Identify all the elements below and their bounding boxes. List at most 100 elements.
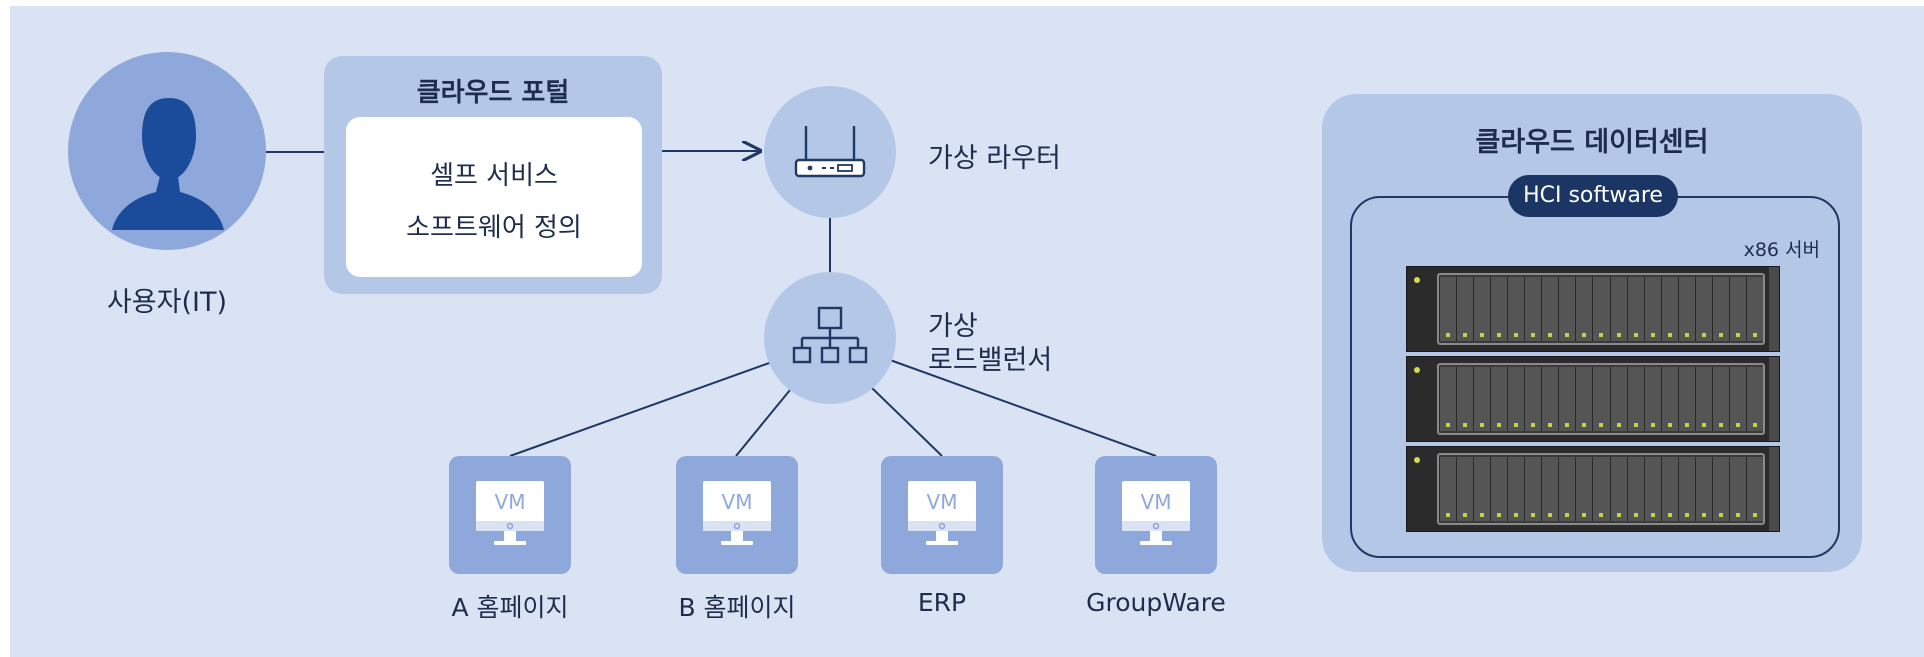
x86-server-unit: [1406, 266, 1780, 352]
drive-led-icon: [1497, 333, 1502, 337]
drive-bay: [1575, 277, 1593, 341]
drive-led-icon: [1650, 513, 1655, 517]
drive-led-icon: [1650, 423, 1655, 427]
vm-badge: VM: [1140, 490, 1172, 514]
drive-led-icon: [1497, 423, 1502, 427]
drive-bay: [1558, 277, 1576, 341]
drive-led-icon: [1701, 423, 1706, 427]
lb-vm-b-connector: [735, 389, 791, 457]
network-hierarchy-icon: [792, 306, 868, 364]
drive-bay: [1711, 457, 1729, 521]
power-led-icon: [1414, 457, 1420, 463]
drive-led-icon: [1599, 513, 1604, 517]
cloud-portal-title: 클라우드 포털: [416, 78, 570, 108]
drive-bay: [1626, 367, 1644, 431]
drive-led-icon: [1718, 423, 1723, 427]
drive-led-icon: [1582, 513, 1587, 517]
drive-bay: [1541, 277, 1559, 341]
drive-bay: [1728, 457, 1746, 521]
drive-bay: [1677, 277, 1695, 341]
rack-rail: [1769, 447, 1779, 531]
drive-led-icon: [1752, 333, 1757, 337]
drive-bay: [1694, 277, 1712, 341]
drive-led-icon: [1735, 423, 1740, 427]
drive-bay: [1439, 277, 1457, 341]
drive-led-icon: [1633, 513, 1638, 517]
drive-led-icon: [1599, 333, 1604, 337]
drive-led-icon: [1735, 333, 1740, 337]
vm-monitor-icon: [476, 481, 544, 545]
drive-bay: [1473, 277, 1491, 341]
lb-vm-erp-connector: [871, 387, 943, 457]
drive-bay: [1728, 277, 1746, 341]
drive-led-icon: [1514, 333, 1519, 337]
drive-bay: [1490, 457, 1508, 521]
x86-server-unit: [1406, 356, 1780, 442]
drive-bay: [1745, 277, 1763, 341]
drive-led-icon: [1752, 423, 1757, 427]
lb-vm-a-connector: [509, 361, 773, 457]
drive-bay: [1745, 457, 1763, 521]
drive-led-icon: [1633, 333, 1638, 337]
drive-bay: [1694, 457, 1712, 521]
drive-bay: [1541, 457, 1559, 521]
drive-led-icon: [1633, 423, 1638, 427]
drive-led-icon: [1718, 333, 1723, 337]
drive-led-icon: [1616, 513, 1621, 517]
drive-bay: [1575, 367, 1593, 431]
drive-led-icon: [1446, 333, 1451, 337]
drive-bay: [1473, 457, 1491, 521]
rack-rail: [1769, 267, 1779, 351]
drive-led-icon: [1548, 423, 1553, 427]
drive-led-icon: [1463, 513, 1468, 517]
drive-bay: [1643, 367, 1661, 431]
drive-led-icon: [1531, 423, 1536, 427]
drive-bay: [1575, 457, 1593, 521]
vm-badge: VM: [721, 490, 753, 514]
user-silhouette-icon: [112, 98, 224, 230]
drive-led-icon: [1650, 333, 1655, 337]
drive-bay: [1660, 457, 1678, 521]
drive-bay: [1490, 367, 1508, 431]
drive-led-icon: [1565, 333, 1570, 337]
drive-bay: [1711, 367, 1729, 431]
vm-node-a: VM: [449, 456, 571, 574]
drive-led-icon: [1514, 513, 1519, 517]
x86-server-unit: [1406, 446, 1780, 532]
vm-node-erp: VM: [881, 456, 1003, 574]
virtual-load-balancer-node: [764, 272, 896, 404]
drive-bay: [1592, 367, 1610, 431]
drive-bay: [1507, 457, 1525, 521]
drive-bay: [1643, 457, 1661, 521]
drive-led-icon: [1701, 513, 1706, 517]
drive-bay: [1592, 457, 1610, 521]
drive-bay: [1626, 277, 1644, 341]
drive-led-icon: [1582, 333, 1587, 337]
drive-bay: [1524, 457, 1542, 521]
load-balancer-label-line1: 가상: [928, 311, 978, 342]
drive-bay: [1524, 277, 1542, 341]
user-label: 사용자(IT): [106, 287, 228, 318]
vm-badge: VM: [494, 490, 526, 514]
drive-bay: [1490, 277, 1508, 341]
drive-bay: [1677, 457, 1695, 521]
drive-led-icon: [1667, 333, 1672, 337]
drive-led-icon: [1463, 423, 1468, 427]
drive-led-icon: [1684, 513, 1689, 517]
drive-led-icon: [1497, 513, 1502, 517]
drive-led-icon: [1480, 513, 1485, 517]
portal-feature-card: 셀프 서비스 소프트웨어 정의: [346, 117, 642, 277]
drive-bay: [1711, 277, 1729, 341]
virtual-router-node: [764, 86, 896, 218]
drive-led-icon: [1735, 513, 1740, 517]
drive-bay: [1439, 457, 1457, 521]
drive-bay: [1609, 367, 1627, 431]
drive-bay: [1626, 457, 1644, 521]
drive-bay: [1728, 367, 1746, 431]
cloud-datacenter-title: 클라우드 데이터센터: [1475, 127, 1709, 158]
drive-led-icon: [1565, 513, 1570, 517]
drive-bay: [1745, 367, 1763, 431]
drive-led-icon: [1548, 333, 1553, 337]
drive-led-icon: [1752, 513, 1757, 517]
